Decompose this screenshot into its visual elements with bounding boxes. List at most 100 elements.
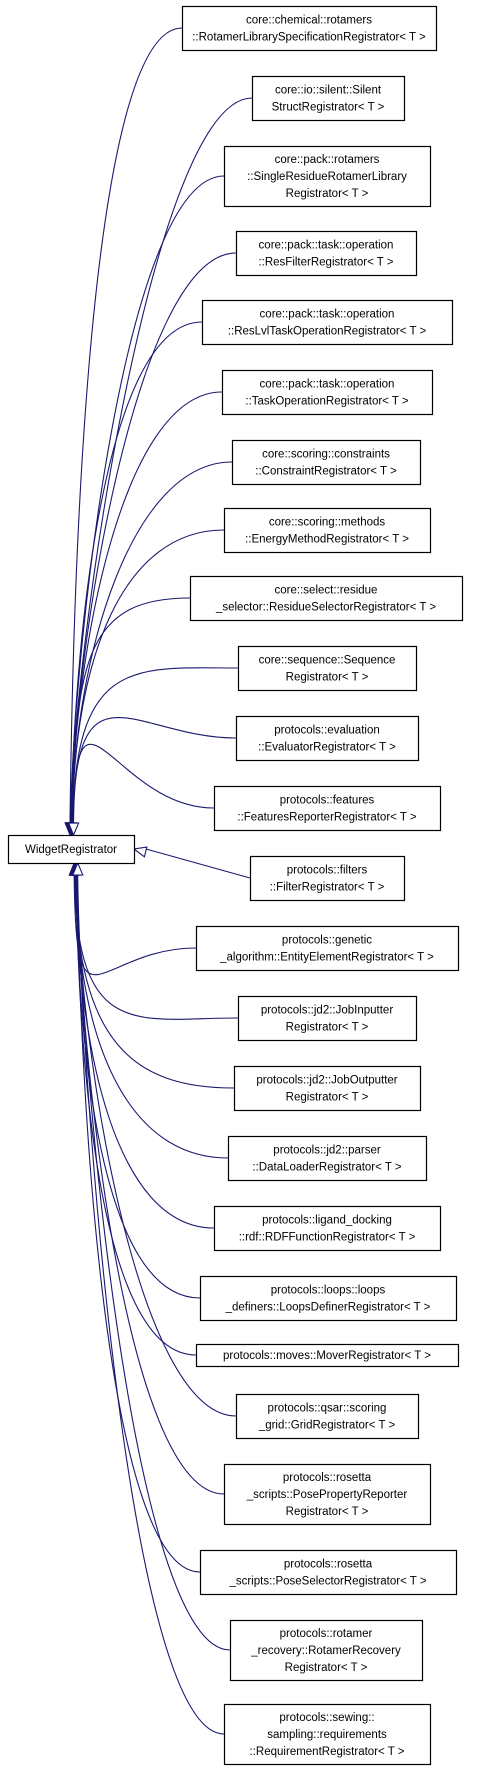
inheritance-edge <box>76 874 231 1651</box>
class-box[interactable] <box>227 1135 428 1182</box>
class-box[interactable] <box>251 75 406 122</box>
node-rdf-function-registrator[interactable]: protocols::ligand_docking::rdf::RDFFunct… <box>213 1205 442 1252</box>
class-name-line: _algorithm::EntityElementRegistrator< T … <box>219 952 434 964</box>
class-box[interactable] <box>249 855 406 902</box>
node-silent-struct-registrator[interactable]: core::io::silent::SilentStructRegistrato… <box>251 75 406 122</box>
inheritance-edge <box>70 321 203 824</box>
node-requirement-registrator[interactable]: protocols::sewing::sampling::requirement… <box>223 1703 432 1766</box>
class-box[interactable] <box>233 1065 422 1112</box>
inheritance-edge <box>77 874 225 1735</box>
class-name-line: core::pack::task::operation <box>259 240 394 252</box>
class-name-line: Registrator< T > <box>286 188 369 200</box>
class-box[interactable] <box>223 507 432 554</box>
class-name-line: core::sequence::Sequence <box>259 655 396 667</box>
class-box[interactable] <box>237 645 418 692</box>
class-box[interactable] <box>181 5 438 52</box>
class-name-line: core::io::silent::Silent <box>275 85 382 97</box>
node-grid-registrator[interactable]: protocols::qsar::scoring_grid::GridRegis… <box>235 1393 420 1440</box>
class-box[interactable] <box>235 230 418 277</box>
class-box[interactable] <box>201 299 454 346</box>
node-task-operation-registrator[interactable]: core::pack::task::operation::TaskOperati… <box>221 369 434 416</box>
node-residue-selector-registrator[interactable]: core::select::residue_selector::ResidueS… <box>189 575 464 622</box>
class-name-line: StructRegistrator< T > <box>272 102 385 114</box>
class-name-line: protocols::jd2::parser <box>273 1145 381 1157</box>
class-name-line: protocols::rosetta <box>283 1472 372 1484</box>
class-name-line: Registrator< T > <box>286 1022 369 1034</box>
class-box[interactable] <box>213 1205 442 1252</box>
class-box[interactable] <box>213 785 442 832</box>
node-filter-registrator[interactable]: protocols::filters::FilterRegistrator< T… <box>249 855 406 902</box>
class-name-line: core::select::residue <box>275 585 378 597</box>
inheritance-edge <box>73 874 197 976</box>
class-box[interactable] <box>223 1703 432 1766</box>
inheritance-edge <box>72 743 215 824</box>
class-name-line: core::scoring::constraints <box>262 449 390 461</box>
class-name-line: protocols::rosetta <box>284 1559 373 1571</box>
class-box[interactable] <box>231 439 422 486</box>
class-box[interactable] <box>221 369 434 416</box>
class-name-line: WidgetRegistrator <box>25 844 117 856</box>
inheritance-edge <box>69 27 183 824</box>
class-name-line: ::FeaturesReporterRegistrator< T > <box>237 812 416 824</box>
class-box[interactable] <box>195 925 460 972</box>
class-name-line: Registrator< T > <box>286 672 369 684</box>
class-box[interactable] <box>199 1549 458 1596</box>
class-name-line: ::rdf::RDFFunctionRegistrator< T > <box>239 1232 416 1244</box>
node-constraint-registrator[interactable]: core::scoring::constraints::ConstraintRe… <box>231 439 422 486</box>
class-name-line: Registrator< T > <box>285 1662 368 1674</box>
class-name-line: _definers::LoopsDefinerRegistrator< T > <box>225 1302 431 1314</box>
node-single-residue-rotamer-library-registrator[interactable]: core::pack::rotamers::SingleResidueRotam… <box>223 145 432 208</box>
node-pose-selector-registrator[interactable]: protocols::rosetta_scripts::PoseSelector… <box>199 1549 458 1596</box>
class-name-line: protocols::qsar::scoring <box>268 1403 387 1415</box>
node-job-inputter-registrator[interactable]: protocols::jd2::JobInputterRegistrator< … <box>237 995 418 1042</box>
class-name-line: ::TaskOperationRegistrator< T > <box>245 396 408 408</box>
class-name-line: ::EnergyMethodRegistrator< T > <box>245 534 409 546</box>
node-rotamer-recovery-registrator[interactable]: protocols::rotamer_recovery::RotamerReco… <box>229 1619 424 1682</box>
node-features-reporter-registrator[interactable]: protocols::features::FeaturesReporterReg… <box>213 785 442 832</box>
class-name-line: _selector::ResidueSelectorRegistrator< T… <box>215 602 436 614</box>
node-pose-property-reporter-registrator[interactable]: protocols::rosetta_scripts::PoseProperty… <box>223 1463 432 1526</box>
class-name-line: ::FilterRegistrator< T > <box>270 882 385 894</box>
class-name-line: core::scoring::methods <box>269 517 386 529</box>
class-name-line: protocols::jd2::JobOutputter <box>256 1075 397 1087</box>
class-box[interactable] <box>7 834 136 865</box>
class-name-line: protocols::evaluation <box>274 725 379 737</box>
class-name-line: Registrator< T > <box>286 1092 369 1104</box>
inheritance-edge <box>72 597 191 824</box>
class-name-line: protocols::genetic <box>282 935 372 947</box>
base-node-widgetregistrator[interactable]: WidgetRegistrator <box>7 834 136 865</box>
class-name-line: protocols::filters <box>287 865 368 877</box>
class-box[interactable] <box>195 1343 460 1368</box>
class-box[interactable] <box>235 1393 420 1440</box>
class-box[interactable] <box>199 1275 458 1322</box>
node-job-outputter-registrator[interactable]: protocols::jd2::JobOutputterRegistrator<… <box>233 1065 422 1112</box>
node-mover-registrator[interactable]: protocols::moves::MoverRegistrator< T > <box>195 1343 460 1368</box>
node-rotamer-library-specification-registrator[interactable]: core::chemical::rotamers::RotamerLibrary… <box>181 5 438 52</box>
class-name-line: _recovery::RotamerRecovery <box>250 1645 401 1657</box>
class-nodes: WidgetRegistrator core::chemical::rotamer… <box>7 5 464 1766</box>
node-loops-definer-registrator[interactable]: protocols::loops::loops_definers::LoopsD… <box>199 1275 458 1322</box>
class-box[interactable] <box>223 1463 432 1526</box>
class-name-line: ::DataLoaderRegistrator< T > <box>252 1162 401 1174</box>
inheritance-edge <box>72 667 239 824</box>
class-name-line: _scripts::PosePropertyReporter <box>246 1489 408 1501</box>
class-box[interactable] <box>229 1619 424 1682</box>
node-energy-method-registrator[interactable]: core::scoring::methods::EnergyMethodRegi… <box>223 507 432 554</box>
class-box[interactable] <box>223 145 432 208</box>
inheritance-edge <box>74 874 229 1159</box>
node-entity-element-registrator[interactable]: protocols::genetic_algorithm::EntityElem… <box>195 925 460 972</box>
class-name-line: ::ResLvlTaskOperationRegistrator< T > <box>228 326 427 338</box>
inheritance-arrowhead <box>67 822 80 837</box>
inheritance-arrowhead <box>132 846 148 858</box>
node-res-filter-registrator[interactable]: core::pack::task::operation::ResFilterRe… <box>235 230 418 277</box>
node-evaluator-registrator[interactable]: protocols::evaluation::EvaluatorRegistra… <box>235 715 420 762</box>
inheritance-edge <box>145 848 251 879</box>
class-name-line: ::RotamerLibrarySpecificationRegistrator… <box>192 32 426 44</box>
class-box[interactable] <box>237 995 418 1042</box>
node-data-loader-registrator[interactable]: protocols::jd2::parser::DataLoaderRegist… <box>227 1135 428 1182</box>
class-name-line: ::ConstraintRegistrator< T > <box>255 466 397 478</box>
node-res-lvl-task-operation-registrator[interactable]: core::pack::task::operation::ResLvlTaskO… <box>201 299 454 346</box>
class-box[interactable] <box>189 575 464 622</box>
class-box[interactable] <box>235 715 420 762</box>
